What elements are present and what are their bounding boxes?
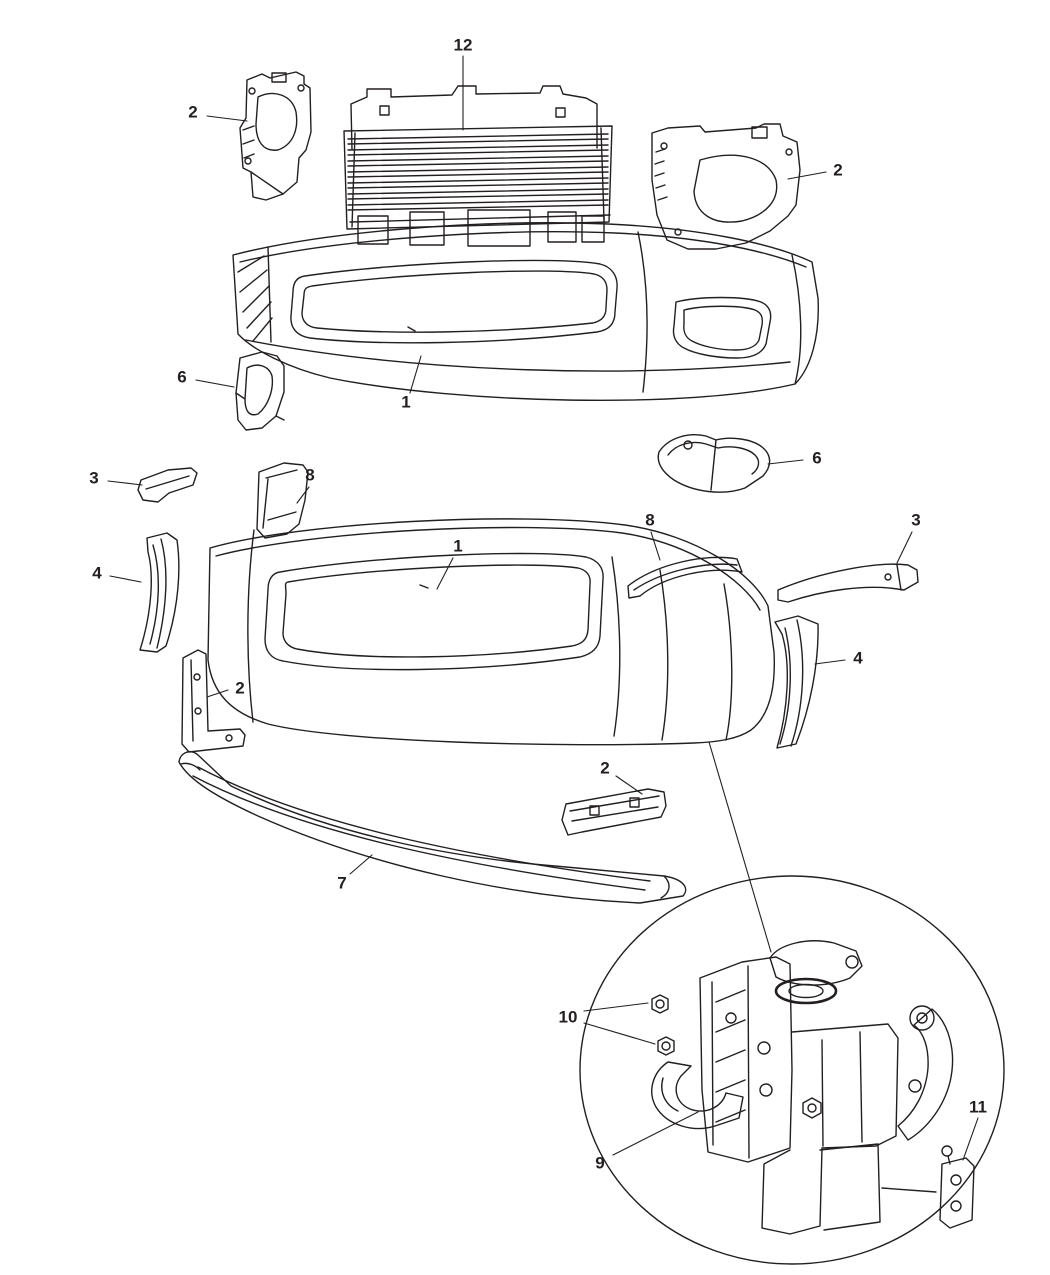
part-8-right (627, 556, 743, 599)
part-1-bumper-upper (232, 222, 819, 402)
callout-10-nuts: 10 (558, 1007, 578, 1027)
callout-6-right: 6 (812, 448, 822, 468)
part-2-upper-right-bracket (651, 123, 801, 250)
callout-1-upper-bumper: 1 (401, 392, 411, 412)
callout-3-right: 3 (911, 510, 921, 530)
part-2-upper-left-bracket (239, 71, 312, 201)
callout-8-left: 8 (305, 465, 315, 485)
part-12-grille (343, 125, 613, 230)
callout-11-plate: 11 (969, 1097, 987, 1117)
part-1-bumper-lower (207, 518, 776, 746)
part-7-air-dam (178, 751, 687, 904)
callout-12-grille: 12 (453, 35, 473, 55)
callout-2-upper-right: 2 (833, 160, 843, 180)
callout-4-right: 4 (853, 648, 863, 668)
leader-lines (107, 55, 979, 1161)
callout-2-mid-right: 2 (600, 758, 610, 778)
callout-1-lower-bumper: 1 (453, 536, 463, 556)
part-3-left (137, 467, 198, 503)
part-8-left (256, 462, 309, 539)
part-3-right (777, 563, 919, 603)
part-6-right (657, 434, 771, 493)
callout-3-left: 3 (89, 468, 99, 488)
part-4-right (774, 615, 819, 749)
part-10-nuts (651, 994, 675, 1056)
part-2-lower-right-bracket (561, 788, 667, 836)
part-4-left (139, 532, 180, 653)
part-9-tow-hook-bracket (651, 940, 954, 1235)
callout-2-upper-left: 2 (188, 102, 198, 122)
callout-6-left: 6 (177, 367, 187, 387)
part-6-left (235, 351, 285, 431)
callout-4-left: 4 (92, 563, 102, 583)
callout-9-bracket: 9 (595, 1153, 605, 1173)
part-11-plate (939, 1145, 975, 1229)
part-12-mounting-panel (350, 85, 598, 151)
callout-2-mid-left: 2 (235, 678, 245, 698)
detail-circle (579, 875, 1005, 1265)
part-2-lower-left-bracket (181, 649, 246, 753)
callout-8-right: 8 (645, 510, 655, 530)
callout-7-air-dam: 7 (337, 873, 347, 893)
